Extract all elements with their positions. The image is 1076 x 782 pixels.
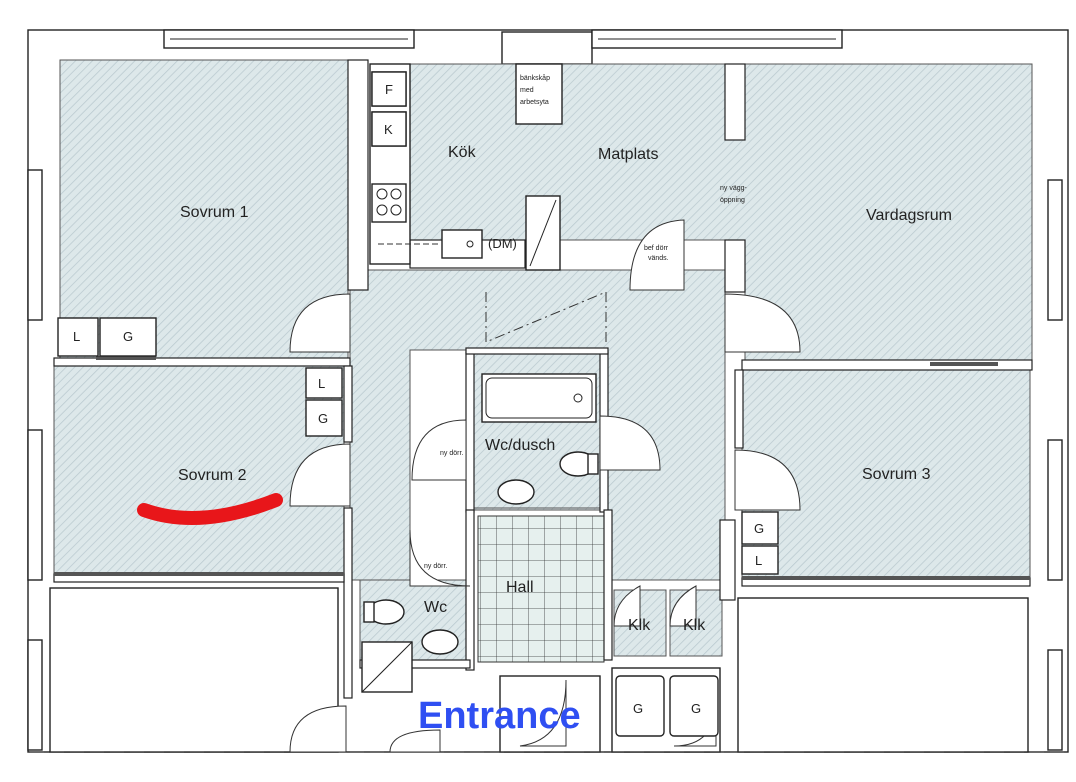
note-bankskap-1: bänkskåp (520, 74, 550, 82)
label-sovrum-1: Sovrum 1 (180, 204, 249, 221)
note-bankskap-3: arbetsyta (520, 99, 549, 106)
storage-s1-g[interactable] (99, 317, 157, 357)
label-klk-1: Klk (628, 617, 651, 634)
storage-kitchen-f-label: F (385, 82, 393, 97)
note-bef-dorr-1: bef dörr (644, 245, 669, 252)
label-hall: Hall (506, 579, 534, 596)
storage-entry-g2[interactable] (669, 675, 719, 737)
note-bankskap-2: med (520, 87, 534, 94)
note-bef-dorr-2: vänds. (648, 255, 669, 262)
note-ny-dorr-wc: ny dörr. (424, 563, 447, 570)
note-dm: (DM) (488, 236, 517, 251)
storage-s1-g-label: G (123, 329, 133, 344)
label-sovrum-2: Sovrum 2 (178, 467, 247, 484)
storage-kitchen-k-label: K (384, 122, 393, 137)
storage-s2-l[interactable] (305, 367, 343, 399)
stove (371, 183, 407, 223)
washbasin-dusch (497, 479, 535, 505)
room-floors (53, 59, 1033, 661)
storage-s3-g-label: G (754, 521, 764, 536)
label-kok: Kök (448, 144, 477, 161)
bankskap (515, 63, 563, 125)
dark-strips (54, 356, 1030, 580)
side-windows (27, 169, 1063, 751)
hall-tiles (477, 515, 605, 663)
notes: bänkskåp med arbetsyta ny vägg- öppning … (424, 74, 748, 570)
storage-kitchen-k[interactable] (371, 111, 407, 147)
bathtub (481, 373, 597, 423)
storage-s2-l-label: L (318, 376, 325, 391)
label-sovrum-3: Sovrum 3 (862, 466, 931, 483)
label-wc: Wc (424, 599, 447, 616)
bathroom-fixtures (361, 373, 599, 693)
note-ny-vagg-2: öppning (720, 197, 745, 204)
label-klk-2: Klk (683, 617, 706, 634)
storage-entry-g2-label: G (691, 701, 701, 716)
storage-s3-g[interactable] (741, 511, 779, 545)
label-wc-dusch: Wc/dusch (485, 437, 555, 454)
storage-entry-g1[interactable] (615, 675, 665, 737)
storage-s1-l[interactable] (57, 317, 99, 357)
storage-s1-l-label: L (73, 329, 80, 344)
interior-walls (53, 59, 1033, 699)
lower-blocks (49, 587, 1029, 753)
room-labels: Sovrum 1 Kök Matplats Vardagsrum Sovrum … (178, 144, 952, 634)
note-ny-dorr-dusch: ny dörr. (440, 450, 463, 457)
washbasin-wc (421, 629, 459, 655)
label-vardagsrum: Vardagsrum (866, 207, 952, 224)
storage-kitchen-f[interactable] (371, 71, 407, 107)
entrance-label: Entrance (418, 695, 581, 737)
storage-s3-l[interactable] (741, 545, 779, 575)
note-ny-vagg-1: ny vägg- (720, 185, 748, 192)
storage-s3-l-label: L (755, 553, 762, 568)
label-matplats: Matplats (598, 146, 658, 163)
storage-boxes[interactable]: F K L G L G G L G G (57, 71, 779, 737)
sink (441, 229, 483, 259)
cabinet-tall (525, 195, 561, 271)
red-marker-stroke (137, 493, 283, 525)
dash-line (485, 291, 607, 343)
storage-entry-g1-label: G (633, 701, 643, 716)
storage-s2-g-label: G (318, 411, 328, 426)
storage-s2-g[interactable] (305, 399, 343, 437)
